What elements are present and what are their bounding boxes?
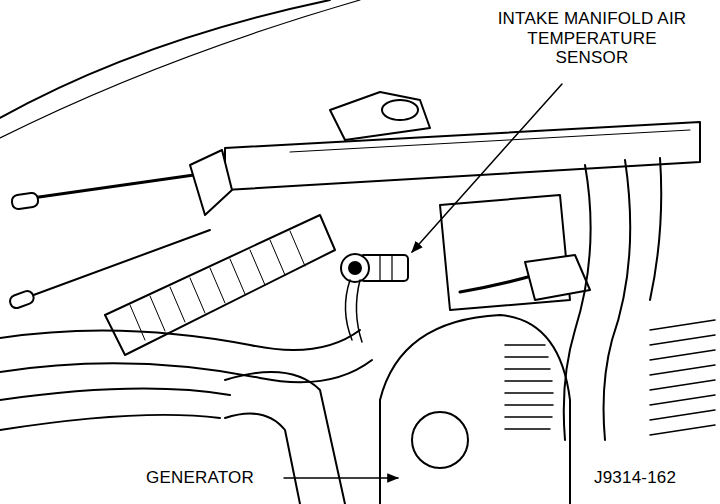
- part-label: GENERATOR: [144, 467, 256, 489]
- strut-end: [11, 192, 39, 209]
- radiator-fins: [650, 320, 715, 435]
- hose: [0, 389, 230, 400]
- hose: [0, 360, 372, 382]
- strut-rod: [18, 172, 215, 200]
- cable-end: [8, 289, 35, 309]
- hose: [604, 160, 631, 440]
- fitting: [330, 92, 430, 140]
- tube-bracket: [190, 150, 232, 215]
- terminal-boot: [525, 255, 590, 300]
- corrugated-hose: [105, 215, 335, 355]
- fitting-cap: [382, 100, 418, 120]
- generator: [380, 315, 570, 504]
- air-tube: [225, 122, 700, 190]
- hose: [650, 158, 661, 300]
- hose: [0, 415, 220, 430]
- shroud-edge: [0, 0, 330, 118]
- wire: [460, 275, 535, 292]
- figure-number: J9314-162: [592, 467, 678, 489]
- part-label: INTAKE MANIFOLD AIR TEMPERATURE SENSOR: [492, 8, 692, 69]
- hose: [0, 330, 360, 350]
- leader-line: [412, 84, 562, 252]
- hose: [564, 165, 591, 440]
- shroud-edge: [0, 0, 360, 138]
- leader-line: [284, 477, 398, 479]
- hose: [225, 414, 300, 504]
- hose-ribs: [130, 231, 305, 340]
- air-temp-sensor: [341, 254, 408, 342]
